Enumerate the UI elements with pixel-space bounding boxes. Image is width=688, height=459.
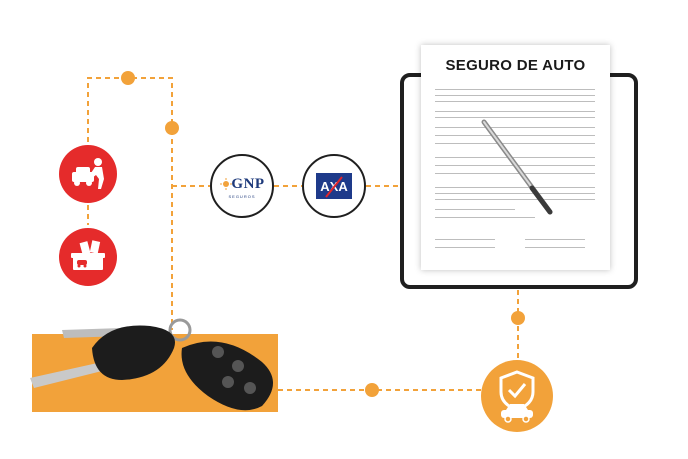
- gnp-logo-subtitle: SEGUROS: [228, 194, 256, 199]
- gnp-sun-icon: [220, 178, 232, 190]
- car-thief-icon: [59, 145, 117, 203]
- insurance-document: SEGURO DE AUTO: [421, 45, 610, 270]
- gnp-logo-text: GNP: [231, 176, 265, 192]
- pen-icon: [481, 119, 553, 215]
- axa-logo: AXA: [302, 154, 366, 218]
- car-damage-icon: [59, 228, 117, 286]
- axa-logo-icon: AXA: [316, 173, 352, 199]
- document-title: SEGURO DE AUTO: [445, 57, 586, 74]
- car-keys-icon: [30, 318, 273, 411]
- shield-car-icon: [481, 360, 553, 432]
- gnp-logo: GNP SEGUROS: [210, 154, 274, 218]
